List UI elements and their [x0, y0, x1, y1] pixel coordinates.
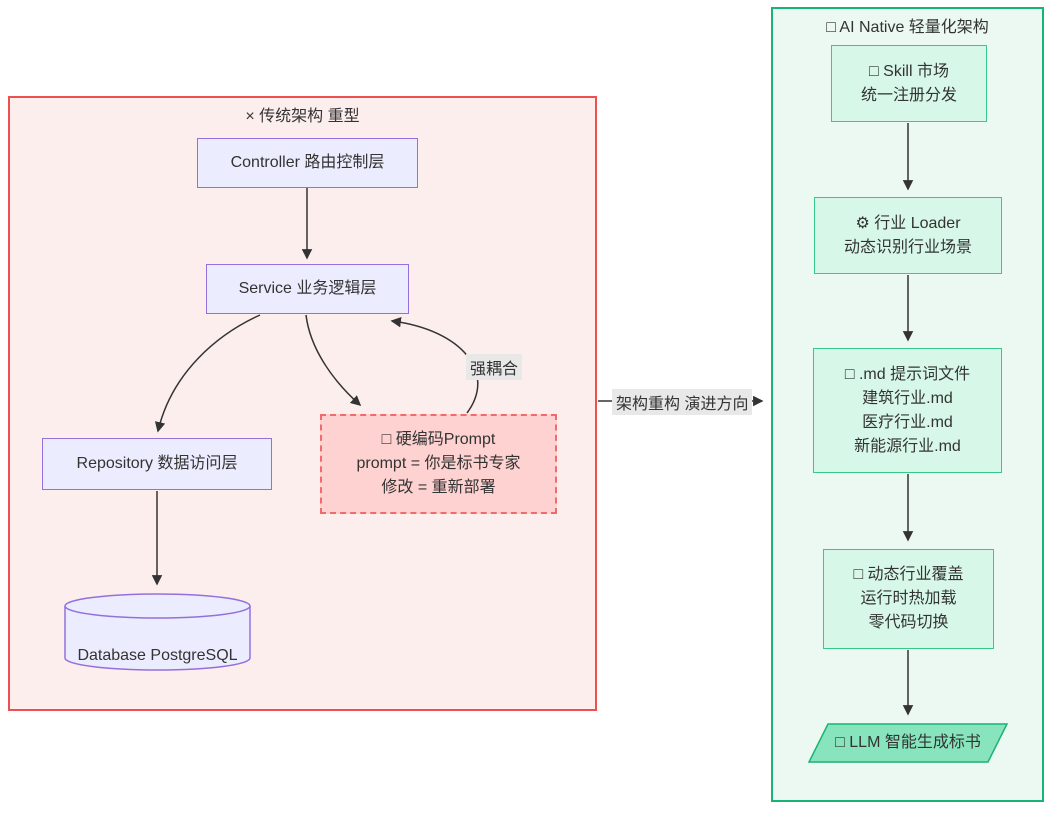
node-llm-label: □ LLM 智能生成标书 [835, 734, 981, 751]
md-line: 建筑行业.md [862, 389, 953, 407]
skill-line: □ Skill 市场 [869, 62, 949, 80]
edge-label-bridge: 架构重构 演进方向 [612, 389, 753, 415]
coverage-line: □ 动态行业覆盖 [853, 566, 964, 583]
prompt-line: prompt = 你是标书专家 [356, 455, 521, 472]
loader-line: 动态识别行业场景 [843, 238, 972, 256]
node-controller-label: Controller 路由控制层 [230, 154, 385, 171]
edge-label-coupling: 强耦合 [466, 354, 523, 380]
llm-parallelogram-shape [808, 723, 1008, 763]
prompt-line: 修改 = 重新部署 [381, 479, 496, 496]
node-dynamic-coverage: □ 动态行业覆盖 运行时热加载 零代码切换 [823, 549, 994, 649]
node-service: Service 业务逻辑层 [206, 264, 409, 314]
node-hardcoded-prompt: □ 硬编码Prompt prompt = 你是标书专家 修改 = 重新部署 [320, 414, 557, 514]
skill-line: 统一注册分发 [860, 86, 957, 104]
node-repository-label: Repository 数据访问层 [76, 455, 238, 472]
node-repository: Repository 数据访问层 [42, 438, 272, 490]
cluster-ai-title: □ AI Native 轻量化架构 [826, 19, 989, 36]
coverage-line: 零代码切换 [868, 614, 949, 631]
loader-line: ⚙ 行业 Loader [855, 214, 961, 232]
md-line: 新能源行业.md [854, 437, 961, 455]
node-llm-generate: □ LLM 智能生成标书 [808, 723, 1008, 763]
node-service-label: Service 业务逻辑层 [238, 280, 377, 297]
coverage-line: 运行时热加载 [860, 590, 957, 607]
md-line: □ .md 提示词文件 [844, 365, 971, 383]
node-md-prompt-files: □ .md 提示词文件 建筑行业.md 医疗行业.md 新能源行业.md [813, 348, 1002, 473]
node-database: Database PostgreSQL [63, 592, 252, 672]
database-cylinder-shape [64, 593, 251, 671]
node-industry-loader: ⚙ 行业 Loader 动态识别行业场景 [814, 197, 1002, 274]
prompt-line: □ 硬编码Prompt [381, 431, 496, 448]
md-line: 医疗行业.md [862, 413, 953, 431]
node-database-label: Database PostgreSQL [77, 647, 238, 664]
node-skill-market: □ Skill 市场 统一注册分发 [831, 45, 987, 122]
cluster-legacy-title: × 传统架构 重型 [245, 108, 360, 125]
node-controller: Controller 路由控制层 [197, 138, 418, 188]
